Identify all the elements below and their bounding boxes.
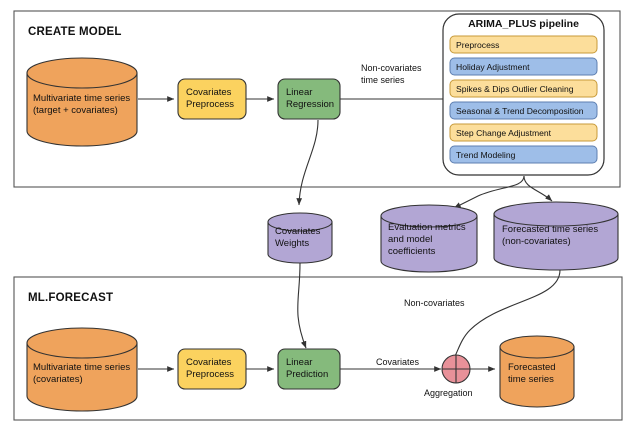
pipeline-step-1 xyxy=(449,57,598,76)
pipeline-step-0 xyxy=(449,35,598,54)
edge-label-ml-noncovariates: Non-covariates xyxy=(404,298,465,308)
cylinder-evaluation-metrics xyxy=(380,204,478,273)
pipeline-step-label-step-change-adjustment: Step Change Adjustment xyxy=(456,128,552,138)
cylinder-forecasted-result xyxy=(499,335,575,408)
node-ml-forecast-source[interactable] xyxy=(27,328,137,411)
node-linear-regression[interactable] xyxy=(278,79,340,119)
arrow-covariates-weights-to-prediction xyxy=(297,262,307,349)
node-ml-forecast-preprocess[interactable] xyxy=(178,349,246,389)
node-linear-prediction[interactable] xyxy=(278,349,340,389)
pipeline-step-label-spikes-dips-outlier-cleaning: Spikes & Dips Outlier Cleaning xyxy=(456,84,574,94)
arrow-pipeline-to-evaluation xyxy=(453,175,525,209)
group-title-create-model: CREATE MODEL xyxy=(28,26,122,38)
pipeline-step-5 xyxy=(449,145,598,164)
edge-label-covariates: Covariates xyxy=(376,357,420,367)
pipeline-step-3 xyxy=(449,101,598,120)
cylinder-create-model-source xyxy=(26,57,138,147)
arrow-pipeline-to-forecasted-noncov xyxy=(523,175,553,202)
arrow-noncovariates-to-aggregation xyxy=(451,269,561,363)
pipeline-step-label-seasonal-trend-decomposition: Seasonal & Trend Decomposition xyxy=(456,106,584,116)
pipeline-step-label-preprocess: Preprocess xyxy=(456,40,500,50)
node-forecasted-noncovariates[interactable] xyxy=(494,202,618,270)
pipeline-step-4 xyxy=(449,123,598,142)
node-evaluation-metrics[interactable] xyxy=(381,205,477,272)
group-frame-ml-forecast xyxy=(13,276,623,421)
label-aggregation: Aggregation xyxy=(424,388,473,398)
pipeline-title: ARIMA_PLUS pipeline xyxy=(468,18,579,30)
node-aggregation-circle[interactable] xyxy=(442,355,470,383)
node-forecasted-time-series[interactable] xyxy=(500,336,574,407)
pipeline-step-label-trend-modeling: Trend Modeling xyxy=(456,150,516,160)
node-create-model-preprocess[interactable] xyxy=(178,79,246,119)
group-frame-create-model xyxy=(13,10,621,188)
cylinder-forecasted-noncovariates xyxy=(493,201,619,271)
cylinder-ml-forecast-source xyxy=(26,327,138,412)
arrow-regression-to-covariates-weights xyxy=(296,119,319,206)
edge-label-noncovariates-time-series: Non-covariates time series xyxy=(361,63,422,85)
node-create-model-source[interactable] xyxy=(27,58,137,146)
pipeline-step-2 xyxy=(449,79,598,98)
group-title-ml-forecast: ML.FORECAST xyxy=(28,292,114,304)
node-arima-plus-pipeline[interactable] xyxy=(443,14,604,175)
pipeline-step-label-holiday-adjustment: Holiday Adjustment xyxy=(456,62,530,72)
cylinder-covariates-weights xyxy=(267,212,333,264)
node-covariates-weights[interactable] xyxy=(268,213,332,263)
